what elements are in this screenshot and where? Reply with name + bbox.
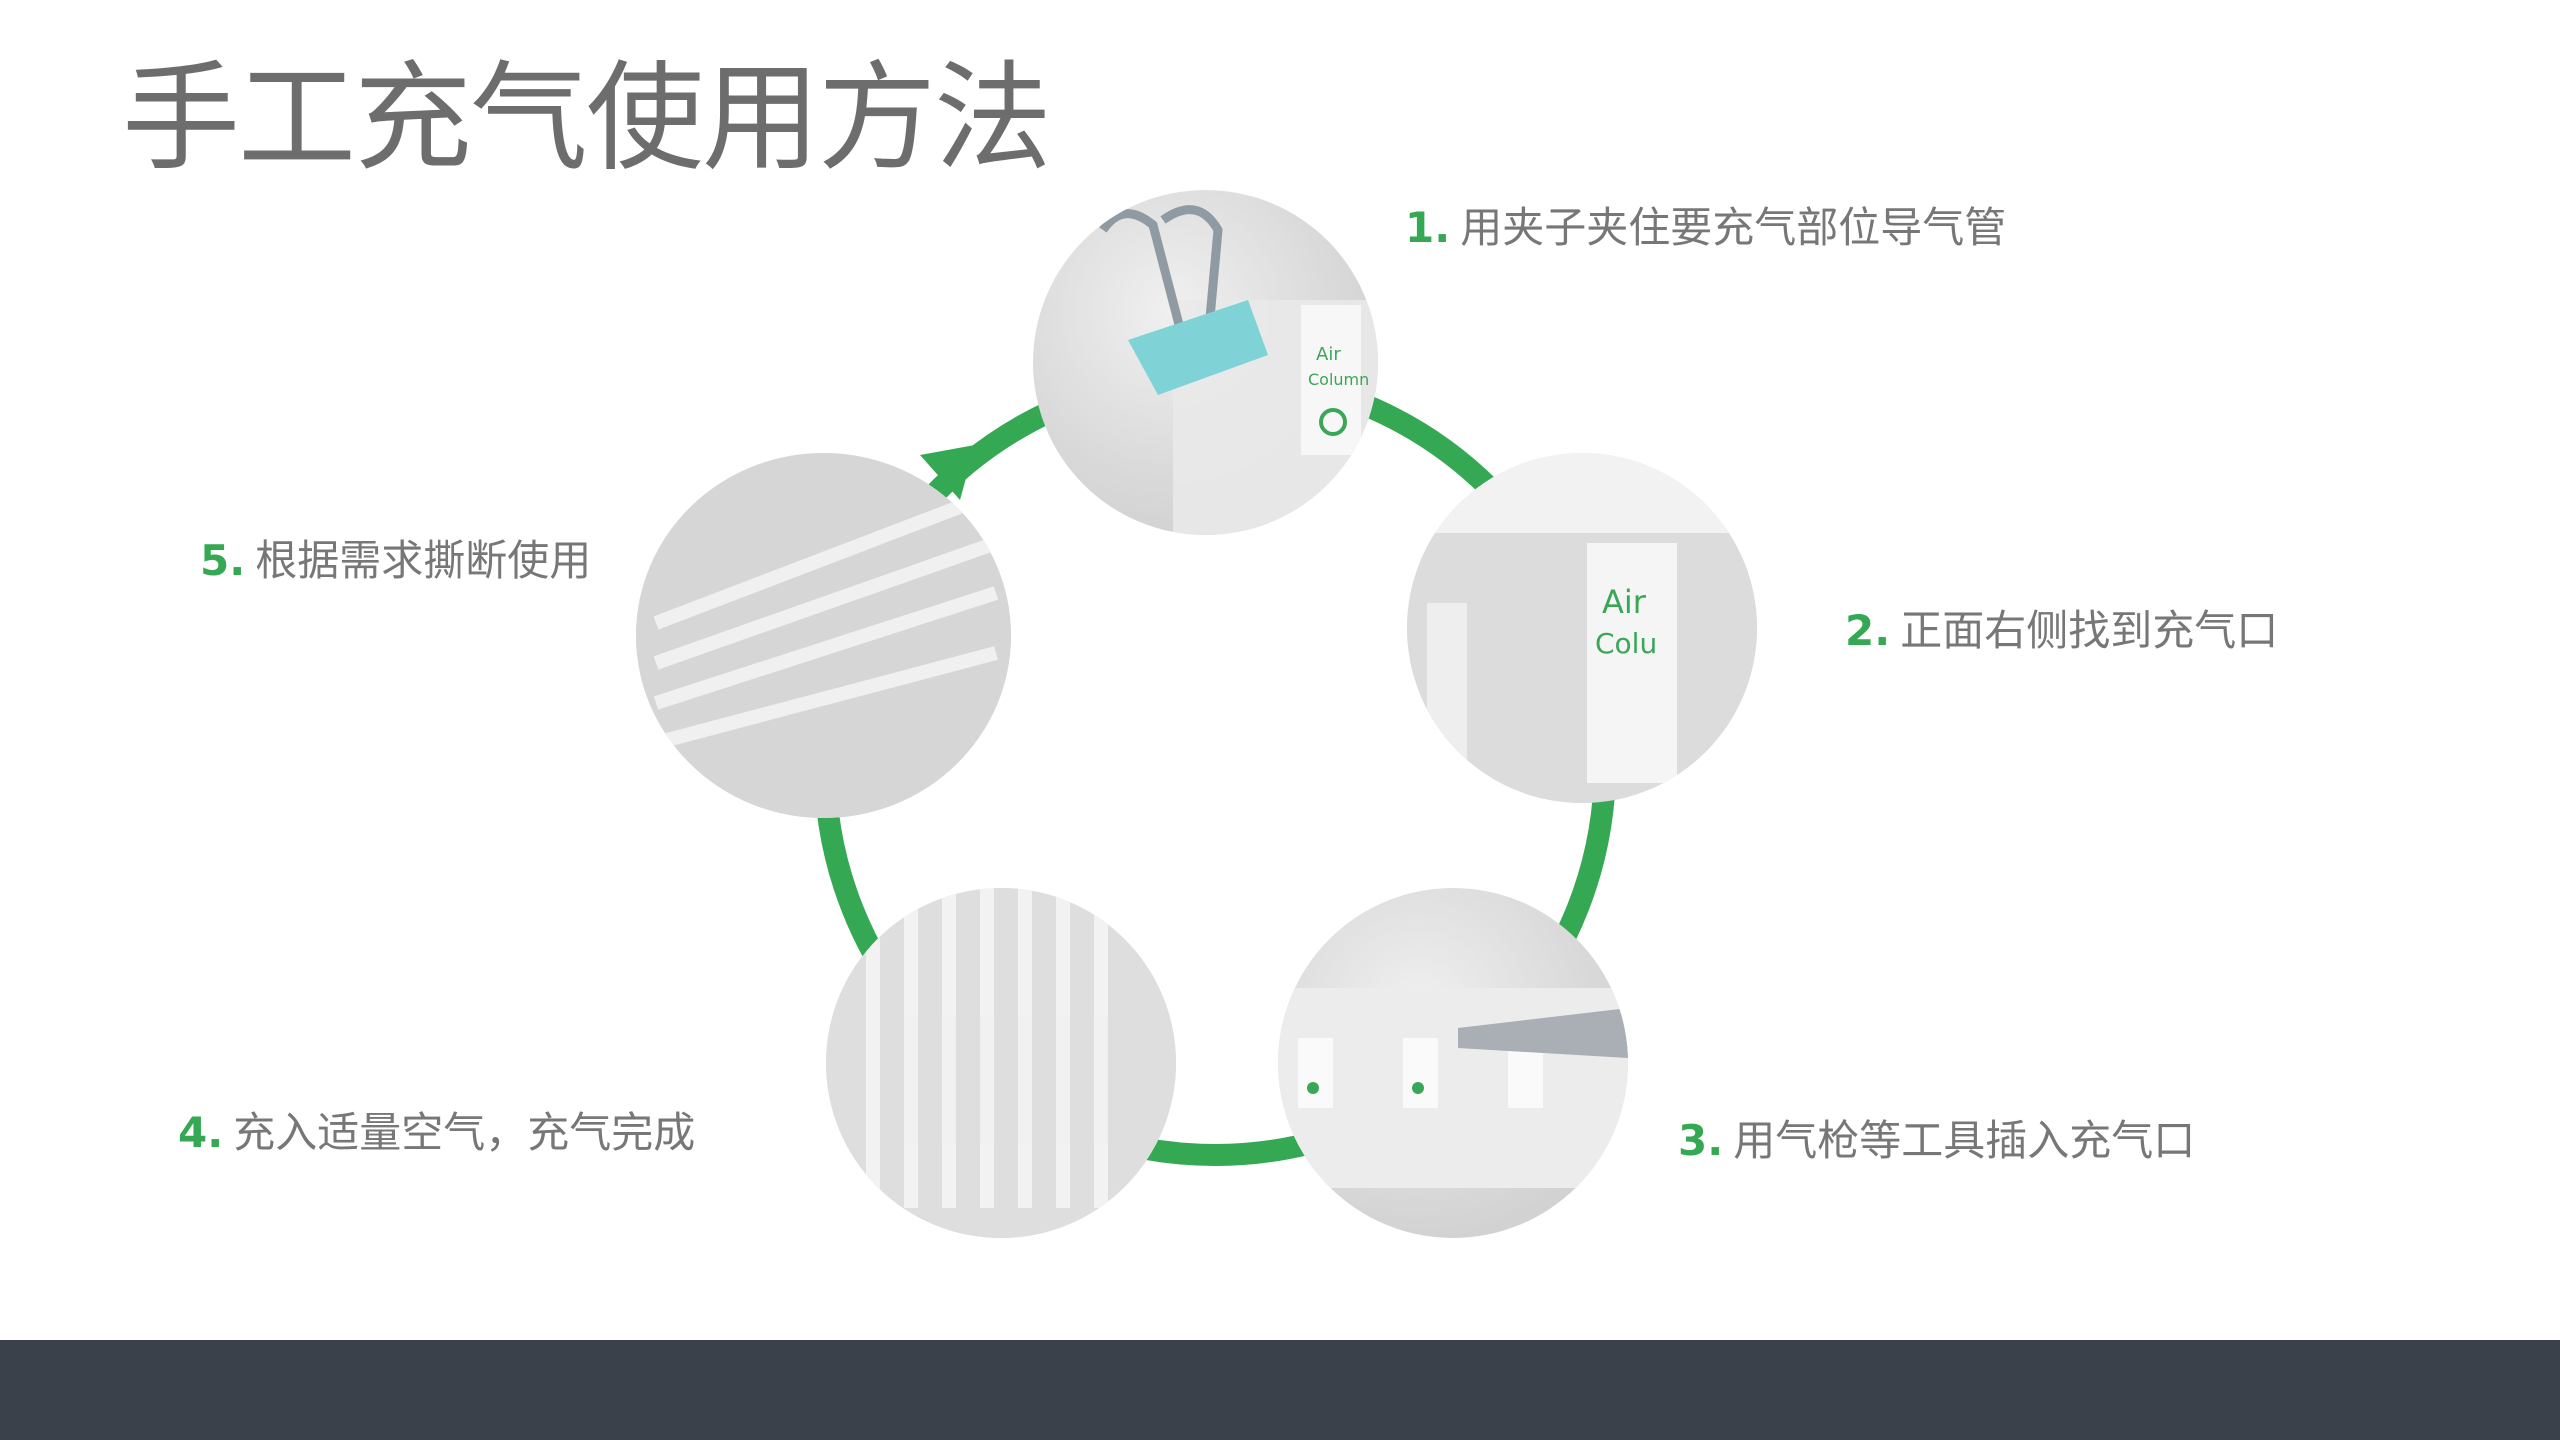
step-1-text: 用夹子夹住要充气部位导气管 [1460, 203, 2007, 252]
svg-text:Colu: Colu [1595, 627, 1657, 660]
step-3-text: 用气枪等工具插入充气口 [1733, 1116, 2196, 1165]
step-1: 1.用夹子夹住要充气部位导气管 [1405, 203, 2006, 253]
step-5-number: 5. [200, 536, 246, 585]
air-gun-photo [1278, 888, 1628, 1238]
page-title: 手工充气使用方法 [122, 49, 1052, 187]
svg-text:Air: Air [1602, 583, 1647, 621]
binder-clip-photo: Air Column [1033, 190, 1378, 535]
step-4: 4.充入适量空气，充气完成 [178, 1108, 695, 1158]
step-4-text: 充入适量空气，充气完成 [233, 1108, 696, 1157]
step-1-number: 1. [1405, 203, 1451, 252]
tear-strips-photo [636, 453, 1011, 818]
step-3: 3.用气枪等工具插入充气口 [1678, 1116, 2195, 1166]
svg-text:Column: Column [1308, 370, 1369, 389]
step-4-number: 4. [178, 1108, 224, 1157]
step-5: 5.根据需求撕断使用 [200, 536, 591, 586]
step-2-text: 正面右侧找到充气口 [1900, 606, 2279, 655]
step-3-number: 3. [1678, 1116, 1724, 1165]
inflation-valve-photo: Air Colu [1407, 453, 1757, 803]
svg-text:Air: Air [1316, 344, 1341, 365]
step-5-text: 根据需求撕断使用 [255, 536, 592, 585]
step-2-number: 2. [1845, 606, 1891, 655]
step-2: 2.正面右侧找到充气口 [1845, 606, 2278, 656]
inflated-columns-photo [826, 888, 1176, 1238]
footer-bar [0, 1340, 2560, 1440]
